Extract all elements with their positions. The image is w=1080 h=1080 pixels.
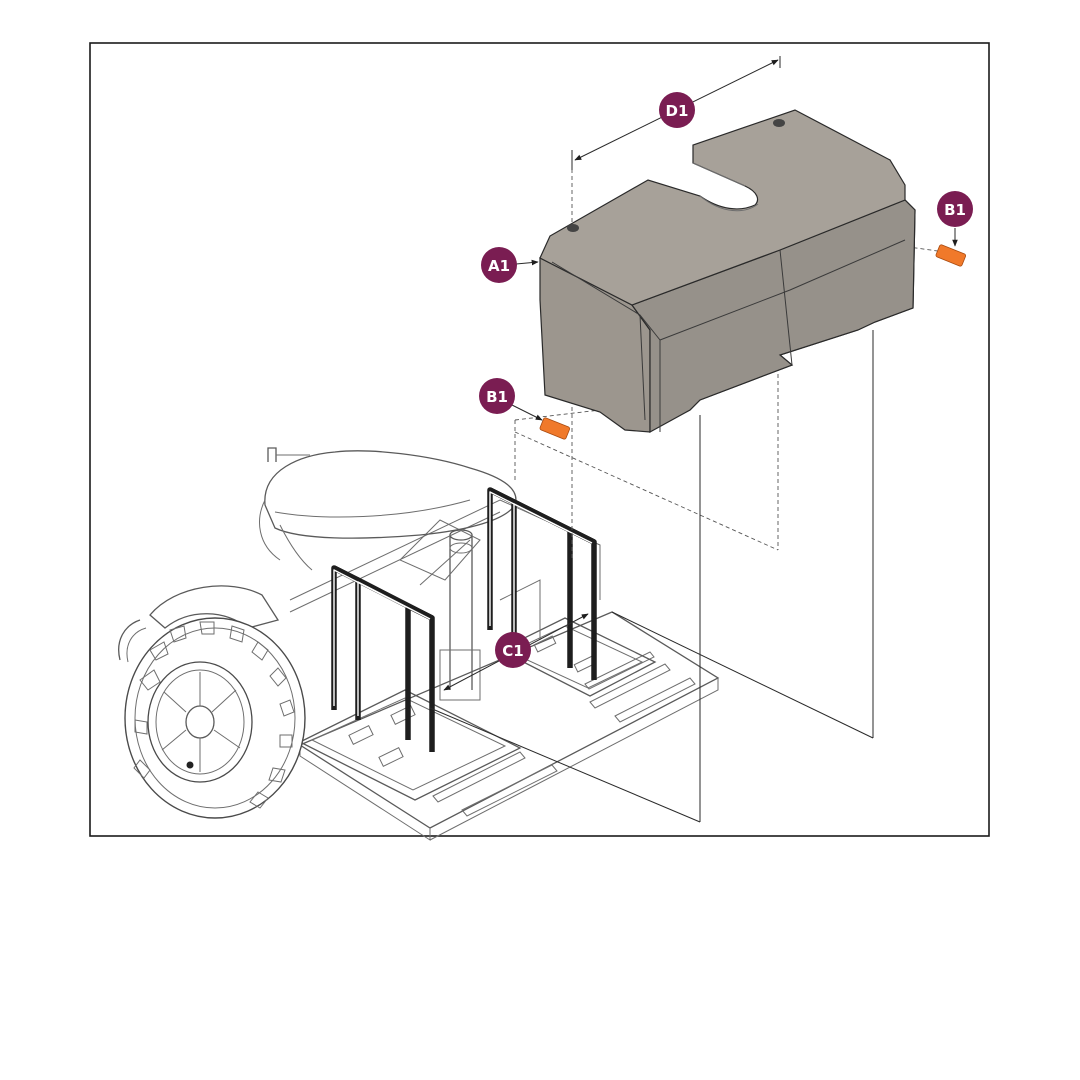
callout-b1-left: B1: [479, 378, 515, 414]
svg-text:C1: C1: [502, 642, 523, 660]
callout-c1: C1: [495, 632, 531, 668]
callout-d1: D1: [659, 92, 695, 128]
reflector-left: [539, 417, 571, 440]
scooter-base: [118, 447, 720, 841]
rear-fender: [149, 585, 280, 629]
svg-text:D1: D1: [666, 102, 689, 120]
cover-screw-hole: [773, 119, 785, 127]
callout-b1-right: B1: [937, 191, 973, 227]
svg-text:B1: B1: [944, 201, 966, 219]
cover-top-surface: [539, 109, 906, 306]
battery-cover: [539, 109, 916, 434]
cover-side-face: [631, 199, 916, 434]
cover-screw-hole: [567, 224, 579, 232]
reflector-right: [935, 244, 967, 267]
diagram-frame: [89, 42, 990, 837]
svg-text:B1: B1: [486, 388, 508, 406]
callout-a1: A1: [481, 247, 517, 283]
battery-bracket-front: [331, 565, 435, 752]
seat: [264, 450, 517, 539]
rear-wheel-hub: [147, 661, 253, 783]
svg-text:A1: A1: [488, 257, 510, 275]
seat-post: [449, 535, 473, 690]
battery-bracket-rear: [487, 487, 597, 680]
battery-tray-front: [298, 689, 522, 801]
